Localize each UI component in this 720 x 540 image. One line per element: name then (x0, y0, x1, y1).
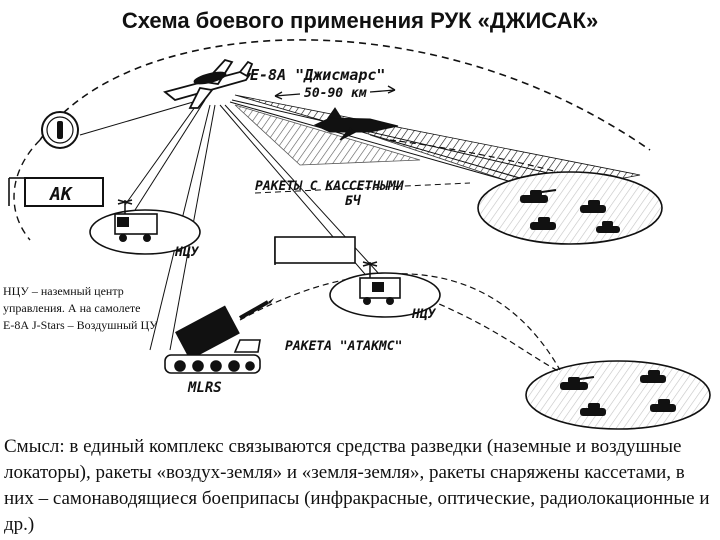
cluster-missile-route (254, 182, 471, 194)
ak-label: АК (49, 184, 74, 205)
ncu-right-station (329, 261, 441, 318)
mlrs-label: MLRS (187, 380, 222, 396)
atacms-label: РАКЕТА "АТАКМС" (285, 339, 402, 354)
aircraft-label: Е-8А "Джисмарс" (250, 66, 385, 84)
cluster-missiles-label-2: БЧ (345, 194, 362, 209)
missile-route-lower (429, 299, 561, 373)
missile-route-dashed (389, 139, 601, 186)
command-emblem-icon (41, 111, 79, 149)
page-title: Схема боевого применения РУК «ДЖИСАК» (121, 8, 599, 33)
range-arrow (274, 85, 396, 100)
ncu-left-label: НЦУ (174, 245, 200, 260)
target-area-lower (525, 360, 711, 430)
flight-trajectory-arc-left (13, 139, 41, 241)
radar-beam-hatched-3 (234, 104, 421, 166)
cluster-missiles-label-1: РАКЕТЫ С КАССЕТНЫМИ (255, 179, 404, 194)
ncu-right-label: НЦУ (411, 307, 437, 322)
mlrs-launcher-icon (164, 305, 261, 374)
flight-trajectory-arc (39, 39, 651, 151)
e8a-aircraft-icon (163, 58, 254, 109)
meaning-paragraph: Смысл: в единый комплекс связываются сре… (4, 436, 710, 535)
fighter-jet-icon (313, 107, 399, 141)
atacms-missile-icon (239, 298, 274, 320)
ncu-note: НЦУ – наземный центр управления. А на са… (3, 284, 158, 332)
ncu-left-station (89, 199, 201, 255)
target-area-upper (477, 171, 663, 245)
tank-icon (560, 370, 676, 416)
ak-box (8, 177, 104, 207)
range-label: 50-90 км (304, 86, 367, 101)
tank-icon (520, 189, 620, 233)
flag-icon (274, 236, 356, 265)
